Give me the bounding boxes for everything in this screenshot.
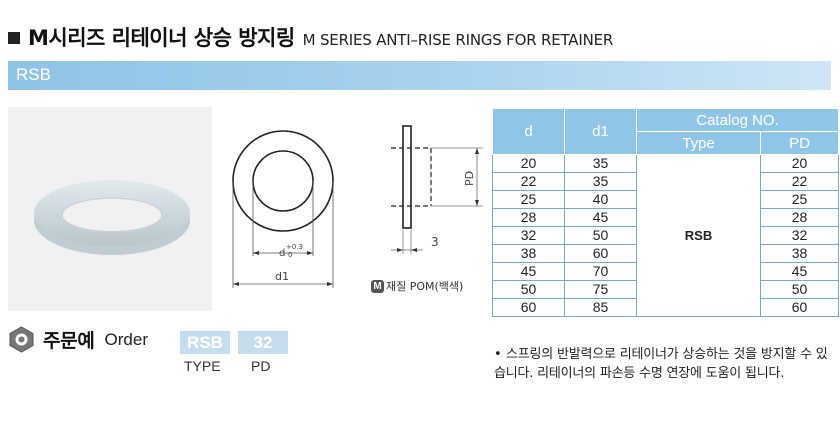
order-example: 주문예 Order (8, 326, 148, 353)
cell-d1: 70 (564, 262, 637, 281)
material-badge: M (371, 279, 384, 293)
cell-pd: 20 (759, 154, 840, 173)
pd-label: PD (463, 171, 476, 186)
order-pd-code: 32 (238, 331, 288, 354)
cell-pd: 32 (759, 226, 840, 245)
cell-d: 50 (492, 280, 565, 299)
order-pd-caption: PD (251, 358, 271, 374)
cell-pd: 60 (759, 298, 840, 317)
cell-d: 22 (492, 172, 565, 191)
cell-pd: 50 (759, 280, 840, 299)
material-note: M 재질 POM(백색) (371, 278, 463, 294)
cell-pd: 22 (759, 172, 840, 191)
order-type-caption: TYPE (184, 358, 221, 374)
order-type-code: RSB (180, 331, 230, 354)
hex-nut-icon (9, 326, 34, 353)
outer-diameter-label: d1 (275, 270, 289, 283)
order-label-korean: 주문예 (43, 330, 95, 352)
section-label: RSB (16, 65, 51, 84)
title-korean: M시리즈 리테이너 상승 방지링 (28, 26, 295, 50)
cell-type: RSB (636, 154, 761, 317)
cell-d: 60 (492, 298, 565, 317)
cell-d1: 50 (564, 226, 637, 245)
header-type: Type (636, 131, 761, 155)
cell-pd: 45 (759, 262, 840, 281)
title-english: M SERIES ANTI–RISE RINGS FOR RETAINER (302, 31, 614, 49)
header-catalog: Catalog NO. (635, 108, 840, 132)
front-view-drawing: d +0.3 0 d1 (220, 118, 350, 297)
cell-d: 20 (492, 154, 565, 173)
cell-d1: 40 (564, 190, 637, 209)
header-d: d (492, 108, 565, 155)
page-title: M시리즈 리테이너 상승 방지링 M SERIES ANTI–RISE RING… (8, 22, 613, 52)
inner-diameter-label: d (279, 248, 285, 259)
cell-d1: 35 (564, 154, 637, 173)
title-bullet-square (8, 32, 20, 44)
cell-d1: 35 (564, 172, 637, 191)
product-photo (8, 107, 212, 311)
inner-tolerance-plus: +0.3 (286, 243, 303, 251)
header-d1: d1 (564, 108, 637, 155)
cell-d: 25 (492, 190, 565, 209)
cell-d1: 85 (564, 298, 637, 317)
product-note: •스프링의 반발력으로 리테이너가 상승하는 것을 방지할 수 있습니다. 리테… (494, 345, 838, 383)
ring-photo-image (34, 180, 190, 255)
cell-pd: 38 (759, 244, 840, 263)
cell-d: 45 (492, 262, 565, 281)
cell-pd: 25 (759, 190, 840, 209)
material-text: 재질 POM(백색) (386, 280, 464, 293)
order-label-english: Order (104, 329, 149, 349)
section-header-bar: RSB (8, 61, 831, 90)
thickness-label: 3 (431, 235, 439, 249)
cell-d: 32 (492, 226, 565, 245)
cell-d1: 60 (564, 244, 637, 263)
cell-d: 28 (492, 208, 565, 227)
cell-pd: 28 (759, 208, 840, 227)
header-pd: PD (759, 131, 840, 155)
side-view-drawing: PD 3 (365, 118, 490, 272)
cell-d: 38 (492, 244, 565, 263)
inner-tolerance-zero: 0 (288, 251, 292, 259)
cell-d1: 75 (564, 280, 637, 299)
cell-d1: 45 (564, 208, 637, 227)
note-bullet: • (494, 347, 502, 362)
note-text: 스프링의 반발력으로 리테이너가 상승하는 것을 방지할 수 있습니다. 리테이… (494, 347, 828, 381)
